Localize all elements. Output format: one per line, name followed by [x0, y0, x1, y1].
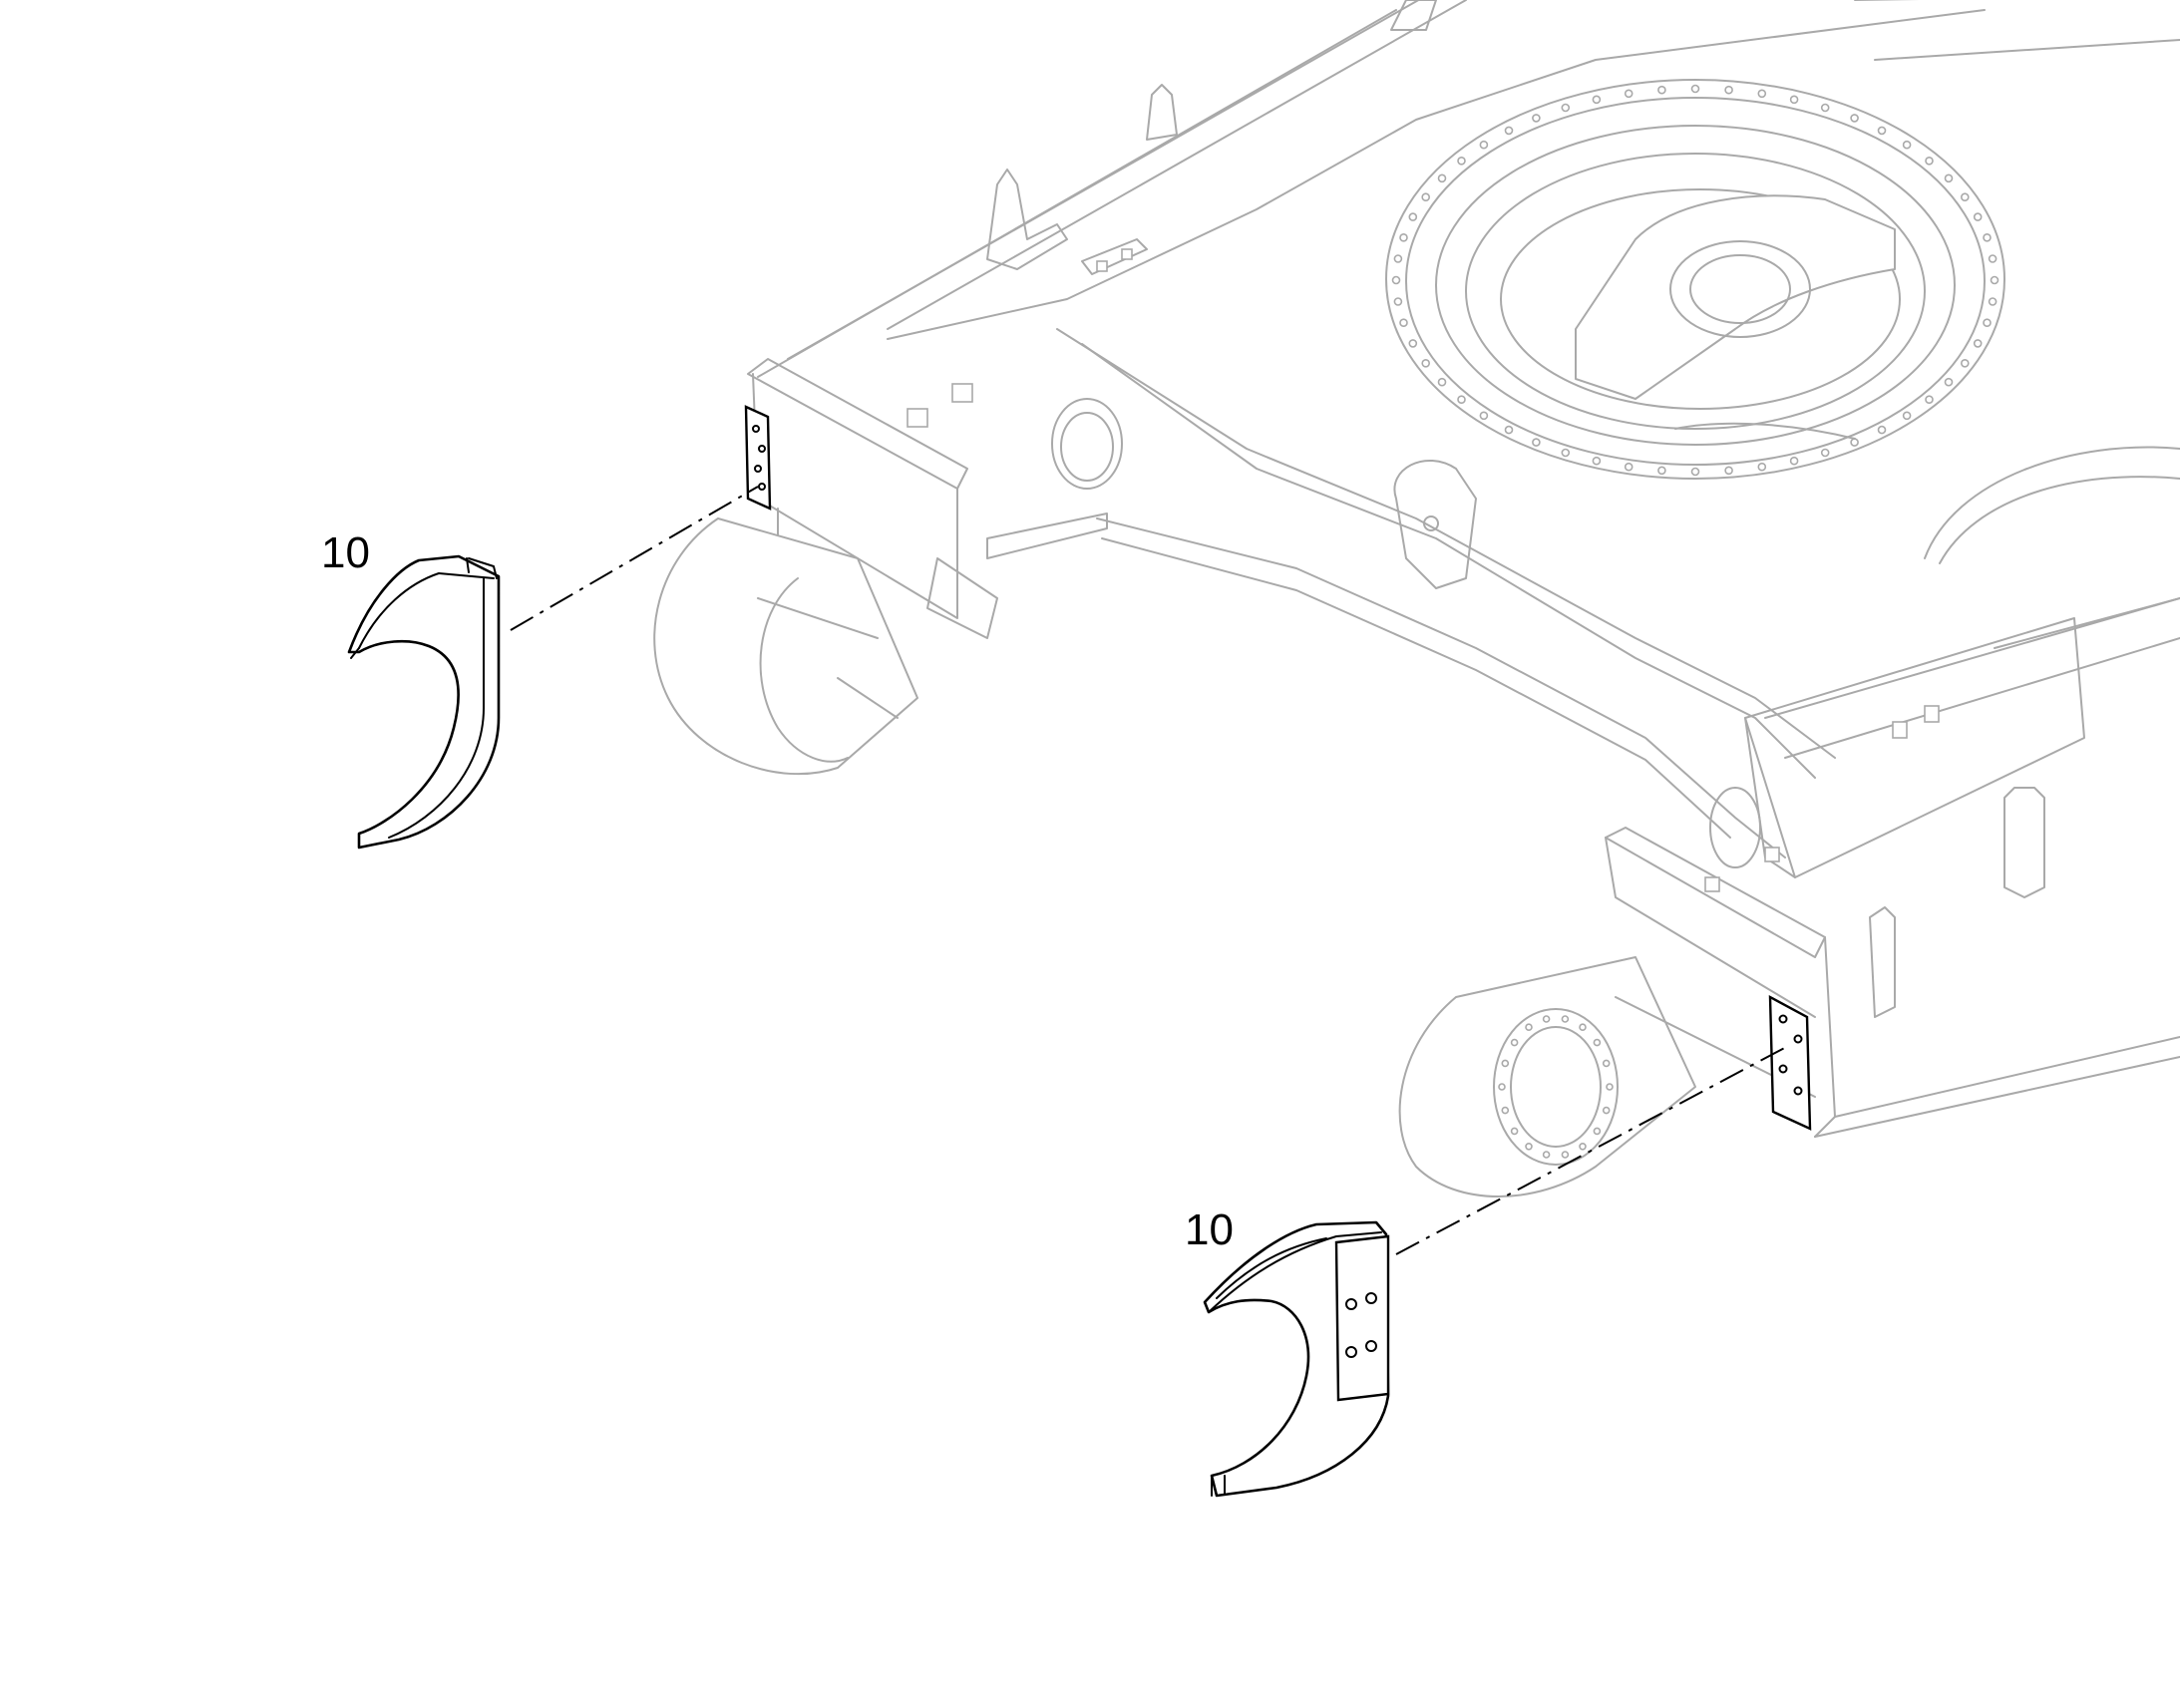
bolt-hole: [1593, 1127, 1602, 1136]
bolt-hole: [1532, 438, 1541, 447]
left-frame-mounting-pad: [744, 405, 772, 511]
bolt-hole: [1690, 467, 1700, 477]
bolt-hole: [1393, 297, 1403, 306]
bolt-hole: [1592, 456, 1602, 466]
bolt-hole: [1457, 395, 1466, 405]
track-guard-part-right: [1203, 1220, 1390, 1498]
bolt-hole: [1757, 462, 1767, 472]
bolt-hole: [1391, 275, 1401, 285]
bolt-hole: [1724, 85, 1733, 95]
bolt-hole: [1789, 456, 1799, 466]
bolt-hole: [1606, 1083, 1614, 1091]
bolt-hole: [1925, 395, 1934, 405]
bolt-hole: [1902, 411, 1912, 421]
bolt-hole: [1408, 212, 1418, 221]
bolt-hole: [1925, 157, 1934, 166]
bolt-hole: [1592, 95, 1602, 105]
bolt-hole: [1789, 95, 1799, 105]
bolt-hole: [1983, 233, 1992, 242]
bolt-hole: [1973, 212, 1983, 221]
bolt-hole: [1561, 1015, 1570, 1023]
right-frame-mounting-pad: [1768, 994, 1812, 1131]
bolt-hole: [1690, 84, 1700, 94]
bolt-hole: [1579, 1023, 1587, 1031]
bolt-hole: [1657, 85, 1666, 95]
undercarriage-frame: [653, 0, 2180, 1197]
bolt-hole: [1988, 297, 1998, 306]
bolt-hole: [1504, 126, 1514, 136]
bolt-hole: [1501, 1106, 1510, 1115]
bolt-hole: [1510, 1127, 1519, 1136]
bolt-hole: [1820, 448, 1830, 458]
bolt-hole: [1757, 89, 1767, 99]
bolt-hole: [1421, 192, 1430, 201]
left-track-frame-end: [653, 358, 1477, 776]
bolt-hole: [1437, 377, 1447, 387]
bolt-hole: [1561, 448, 1571, 458]
bolt-hole: [1525, 1023, 1533, 1031]
bolt-hole: [1408, 339, 1418, 348]
bolt-hole: [1510, 1038, 1519, 1047]
bolt-hole: [1393, 254, 1403, 263]
bolt-hole: [1421, 358, 1430, 368]
right-assembly-leader-line: [1395, 1044, 1791, 1255]
bolt-hole: [1399, 318, 1408, 328]
bolt-hole: [1593, 1038, 1602, 1047]
bolt-hole: [1457, 157, 1466, 166]
bolt-hole: [1944, 173, 1954, 183]
bolt-hole: [1624, 89, 1634, 99]
bolt-hole: [1479, 411, 1489, 421]
bolt-hole: [1532, 114, 1541, 123]
bolt-hole: [1988, 254, 1998, 263]
bolt-hole: [1561, 1151, 1570, 1159]
bolt-hole: [1657, 466, 1666, 476]
bolt-hole: [1877, 126, 1887, 136]
bolt-hole: [1542, 1151, 1551, 1159]
bolt-hole: [1820, 103, 1830, 113]
bolt-hole: [1602, 1106, 1611, 1115]
right-track-frame-end: [1398, 787, 2180, 1197]
bolt-hole: [1561, 103, 1571, 113]
bolt-hole: [1579, 1143, 1587, 1151]
bolt-hole: [1961, 358, 1970, 368]
bolt-hole: [1602, 1059, 1611, 1068]
bolt-hole: [1498, 1083, 1506, 1091]
callout-label-left: 10: [321, 528, 370, 577]
bearing-bolt-holes: [1391, 84, 1999, 477]
bolt-hole: [1501, 1059, 1510, 1068]
bolt-hole: [1724, 466, 1733, 476]
swing-bearing: [1385, 79, 2005, 480]
callout-label-right: 10: [1185, 1205, 1234, 1254]
car-body: [887, 9, 2180, 1018]
bolt-hole: [1850, 114, 1859, 123]
bolt-hole: [1877, 425, 1887, 435]
left-assembly-leader-line: [510, 486, 759, 631]
bolt-hole: [1399, 233, 1408, 242]
bolt-hole: [1437, 173, 1447, 183]
idler-bolt-holes: [1498, 1015, 1614, 1159]
upper-track-frame-rail: [757, 0, 2180, 378]
bolt-hole: [1990, 275, 1999, 285]
bolt-hole: [1850, 438, 1859, 447]
bolt-hole: [1504, 425, 1514, 435]
bolt-hole: [1542, 1015, 1551, 1023]
bolt-hole: [1525, 1143, 1533, 1151]
bolt-hole: [1983, 318, 1992, 328]
bolt-hole: [1479, 140, 1489, 150]
track-guard-part-left: [347, 554, 501, 850]
bolt-hole: [1973, 339, 1983, 348]
bolt-hole: [1944, 377, 1954, 387]
bolt-hole: [1961, 192, 1970, 201]
bolt-hole: [1624, 462, 1634, 472]
bolt-hole: [1902, 140, 1912, 150]
